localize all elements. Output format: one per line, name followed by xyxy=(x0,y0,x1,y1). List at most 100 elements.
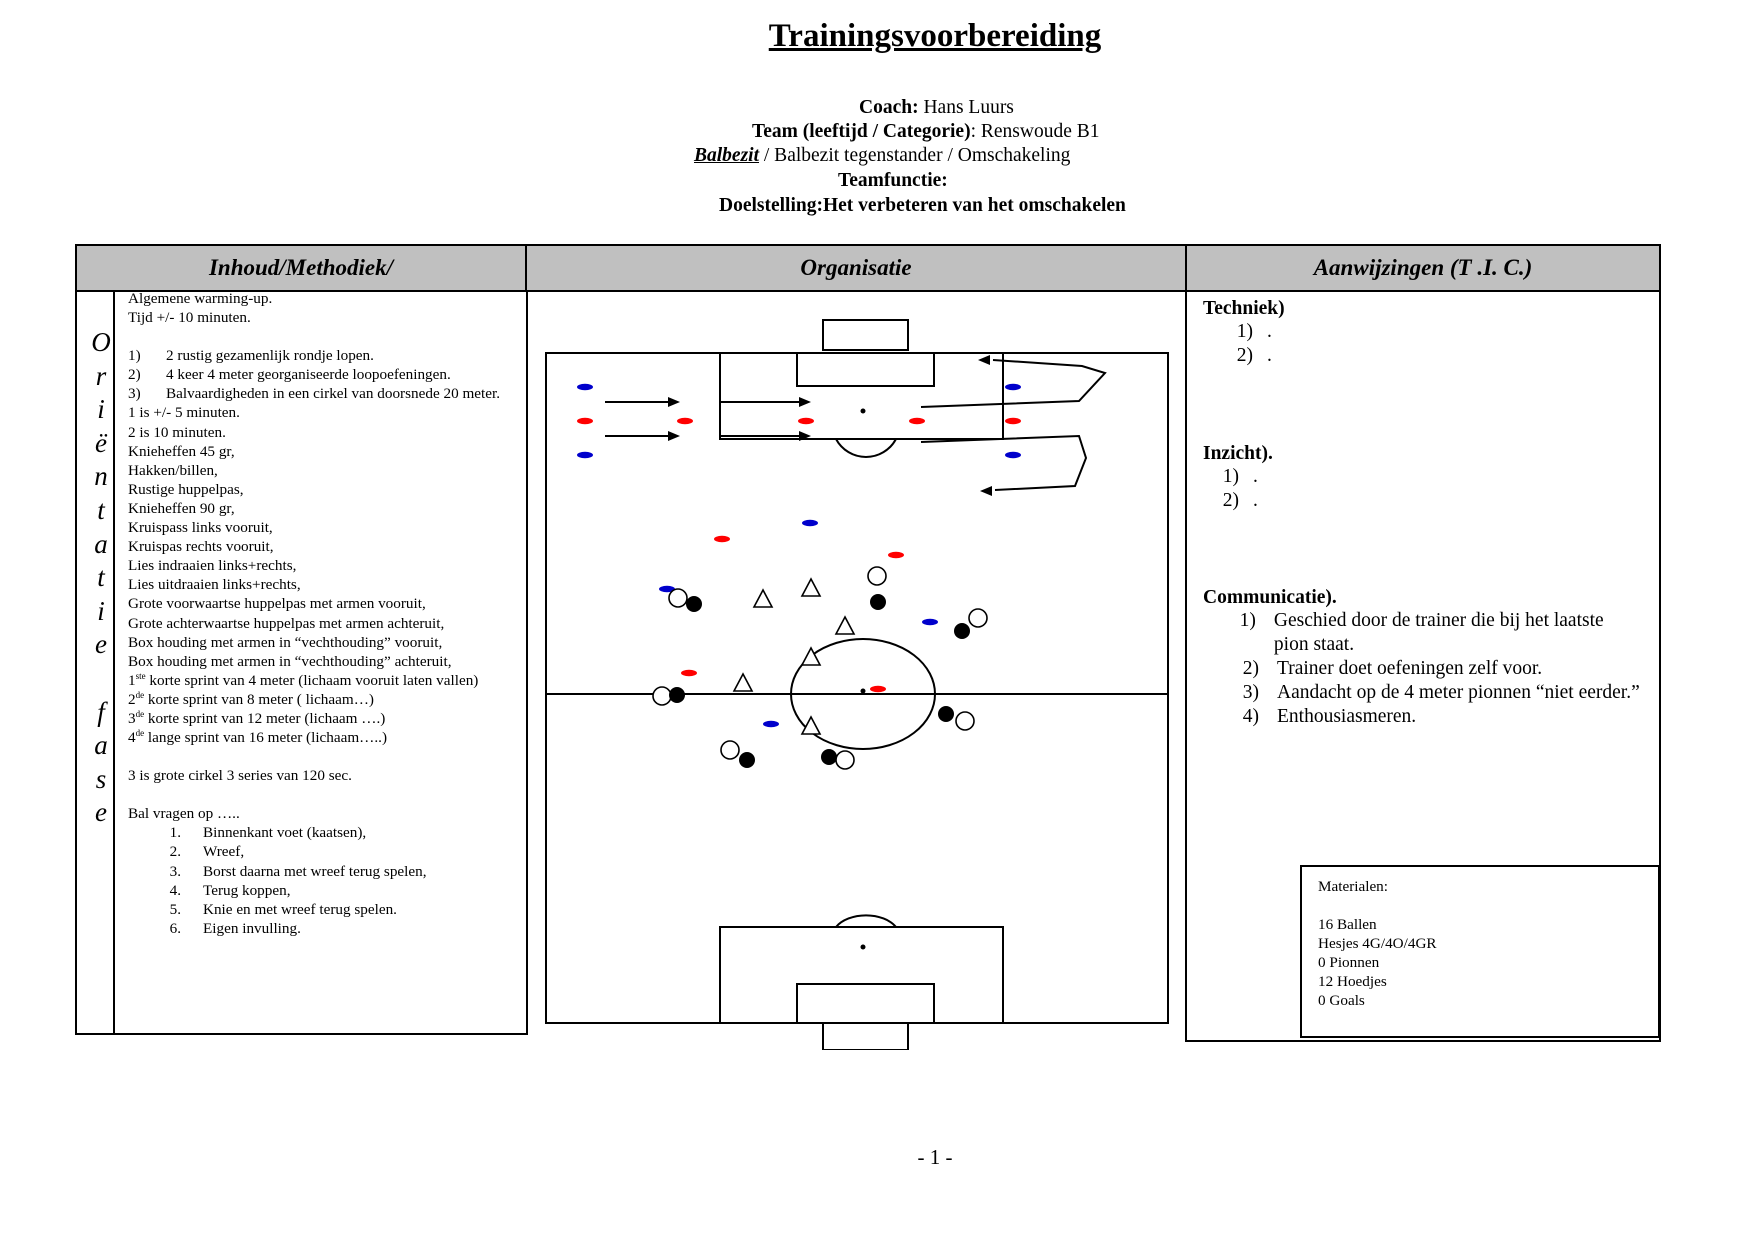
arrow-head-icon xyxy=(978,355,990,365)
materialen-box: Materialen: 16 Ballen Hesjes 4G/4O/4GR 0… xyxy=(1300,865,1660,1038)
communicatie-section: Communicatie). 1)Geschied door de traine… xyxy=(1203,587,1643,729)
intro-line: Algemene warming-up. xyxy=(128,290,273,307)
phase-active: Balbezit xyxy=(694,145,760,166)
coach-value: Hans Luurs xyxy=(923,97,1014,118)
filled-player-icon xyxy=(954,623,970,639)
materialen-heading: Materialen: xyxy=(1318,878,1388,895)
step-item: 1)2 rustig gezamenlijk rondje lopen. xyxy=(128,346,523,365)
page-number: - 1 - xyxy=(917,1145,953,1169)
team-label: Team (leeftijd / Categorie) xyxy=(752,121,971,142)
inzicht-item: 2). xyxy=(1222,490,1258,511)
bal-list: 1.Binnenkant voet (kaatsen),2.Wreef,3.Bo… xyxy=(128,823,523,938)
communicatie-item: 1)Geschied door de trainer die bij het l… xyxy=(1239,610,1604,655)
bal-item: 1.Binnenkant voet (kaatsen), xyxy=(169,824,367,842)
intro-line: Tijd +/- 10 minuten. xyxy=(128,309,251,327)
warmup-line: Knieheffen 90 gr, xyxy=(128,499,235,517)
teamfunctie-label: Teamfunctie: xyxy=(838,170,948,191)
coach-label: Coach: xyxy=(859,97,919,118)
open-player-icon xyxy=(968,608,988,628)
filled-player-icon xyxy=(870,594,886,610)
warmup-line: Grote achterwaartse huppelpas met armen … xyxy=(128,614,445,632)
communicatie-item: 3)Aandacht op de 4 meter pionnen “niet e… xyxy=(1242,682,1640,703)
bal-item: 3.Borst daarna met wreef terug spelen, xyxy=(169,862,427,880)
materiaal-item: 12 Hoedjes xyxy=(1318,973,1387,991)
warmup-line: 2 is 10 minuten. xyxy=(128,423,226,441)
triangle-player-icon xyxy=(752,588,774,608)
sprint-line: 3de korte sprint van 12 meter (lichaam …… xyxy=(128,708,386,727)
bal-item: 6.Eigen invulling. xyxy=(169,919,301,937)
training-field-diagram xyxy=(545,319,1169,1050)
inzicht-heading: Inzicht). xyxy=(1203,443,1273,464)
warmup-line: Box houding met armen in “vechthouding” … xyxy=(128,652,452,670)
team-line: Team (leeftijd / Categorie): Renswoude B… xyxy=(752,120,1100,144)
warmup-line: Hakken/billen, xyxy=(128,461,218,479)
inhoud-content: Algemene warming-up. Tijd +/- 10 minuten… xyxy=(128,289,523,938)
materiaal-item: 16 Ballen xyxy=(1318,916,1377,934)
techniek-item: 1). xyxy=(1236,321,1272,342)
warmup-line: Grote voorwaartse huppelpas met armen vo… xyxy=(128,595,426,613)
triangle-player-icon xyxy=(800,715,822,735)
arrow-head-icon xyxy=(668,431,680,441)
penalty-area-top xyxy=(719,352,1004,440)
open-player-icon xyxy=(668,588,688,608)
penalty-area-bottom xyxy=(719,926,1004,1024)
open-player-icon xyxy=(867,566,887,586)
warmup-line: Box houding met armen in “vechthouding” … xyxy=(128,633,443,651)
step-number: 2) xyxy=(128,366,141,384)
open-player-icon xyxy=(720,740,740,760)
triangle-player-icon xyxy=(834,615,856,635)
techniek-section: Techniek) 1). 2). xyxy=(1203,298,1285,368)
goal-area-bottom xyxy=(796,983,935,1024)
center-spot xyxy=(860,688,866,694)
filled-player-icon xyxy=(821,749,837,765)
return-arrow xyxy=(920,359,1107,408)
team-value: : Renswoude B1 xyxy=(970,121,1100,142)
warmup-line: 1 is +/- 5 minuten. xyxy=(128,404,240,422)
header-organisatie: Organisatie xyxy=(525,244,1187,292)
materiaal-item: 0 Goals xyxy=(1318,992,1365,1010)
phase-rest: / Balbezit tegenstander / Omschakeling xyxy=(759,145,1071,166)
header-inhoud: Inhoud/Methodiek/ xyxy=(75,244,527,292)
arrow-head-icon xyxy=(668,397,680,407)
red-cone-icon xyxy=(681,669,697,677)
blue-cone-icon xyxy=(659,585,675,593)
penalty-arc-top xyxy=(835,438,897,458)
goal-bottom xyxy=(822,1022,909,1050)
open-player-icon xyxy=(652,686,672,706)
warmup-line: Kruispass links vooruit, xyxy=(128,519,273,537)
open-player-icon xyxy=(835,750,855,770)
arrow-head-icon xyxy=(799,397,811,407)
penalty-spot-top xyxy=(860,408,866,414)
sprint-line: 1ste korte sprint van 4 meter (lichaam v… xyxy=(128,670,479,689)
communicatie-item: 2)Trainer doet oefeningen zelf voor. xyxy=(1242,658,1543,679)
techniek-heading: Techniek) xyxy=(1203,298,1285,319)
warmup-line: Rustige huppelpas, xyxy=(128,480,244,498)
arrow-head-icon xyxy=(980,486,992,496)
aanwijzingen-column xyxy=(1185,290,1661,1042)
blue-cone-icon xyxy=(577,451,593,459)
arrow-head-icon xyxy=(799,431,811,441)
triangle-player-icon xyxy=(800,646,822,666)
document-title: Trainingsvoorbereiding xyxy=(768,18,1102,54)
triangle-player-icon xyxy=(732,672,754,692)
header-aanwijzingen: Aanwijzingen (T .I. C.) xyxy=(1185,244,1661,292)
filled-player-icon xyxy=(938,706,954,722)
communicatie-item: 4)Enthousiasmeren. xyxy=(1242,706,1417,727)
blue-cone-icon xyxy=(922,618,938,626)
step-text: Balvaardigheden in een cirkel van doorsn… xyxy=(166,385,500,403)
inzicht-item: 1). xyxy=(1222,466,1258,487)
bal-item: 2.Wreef, xyxy=(169,843,245,861)
bal-item: 4.Terug koppen, xyxy=(169,881,291,899)
phase-line: Balbezit / Balbezit tegenstander / Omsch… xyxy=(694,144,1070,168)
filled-player-icon xyxy=(739,752,755,768)
goal-area-top xyxy=(796,352,935,387)
materiaal-item: 0 Pionnen xyxy=(1318,954,1380,972)
communicatie-heading: Communicatie). xyxy=(1203,587,1337,608)
filled-player-icon xyxy=(686,596,702,612)
blue-cone-icon xyxy=(577,383,593,391)
techniek-item: 2). xyxy=(1236,345,1272,366)
return-arrow xyxy=(920,434,1088,491)
blue-cone-icon xyxy=(1005,383,1021,391)
sprint-line: 2de korte sprint van 8 meter ( lichaam…) xyxy=(128,689,374,708)
warmup-line: Lies indraaien links+rechts, xyxy=(128,557,297,575)
